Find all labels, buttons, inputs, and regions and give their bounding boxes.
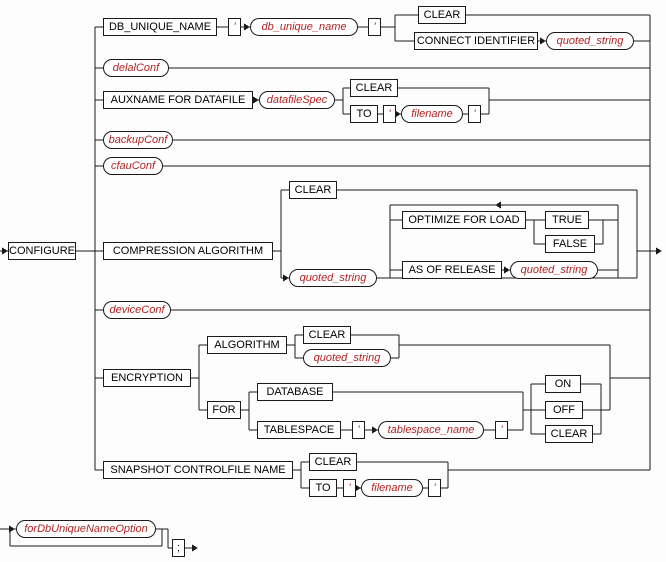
variable-tablespace-name: tablespace_name [378,421,484,439]
keyword-snapshot-controlfile-name: SNAPSHOT CONTROLFILE NAME [103,461,293,479]
keyword-clear: CLEAR [289,181,337,199]
keyword-clear: CLEAR [545,425,593,443]
keyword-to: TO [350,105,378,123]
keyword-clear: CLEAR [309,453,357,471]
variable-filename: filename [401,105,463,123]
keyword-clear: CLEAR [418,6,466,24]
quote-box: ' [343,479,356,497]
keyword-false: FALSE [545,235,595,253]
quote-box: ' [228,18,241,36]
keyword-semicolon: ; [172,539,185,557]
keyword-auxname-for-datafile: AUXNAME FOR DATAFILE [103,91,253,109]
keyword-algorithm: ALGORITHM [207,336,287,354]
variable-quoted-string: quoted_string [546,32,634,50]
subclause-backupconf[interactable]: backupConf [103,131,173,149]
keyword-clear: CLEAR [350,79,398,97]
variable-quoted-string: quoted_string [510,261,598,279]
variable-quoted-string: quoted_string [303,349,391,367]
variable-db-unique-name: db_unique_name [250,18,358,36]
quote-box: ' [468,105,481,123]
keyword-to: TO [309,479,337,497]
keyword-compression-algorithm: COMPRESSION ALGORITHM [103,242,273,260]
quote-box: ' [428,479,441,497]
quote-box: ' [368,18,381,36]
keyword-tablespace: TABLESPACE [257,421,341,439]
keyword-connect-identifier: CONNECT IDENTIFIER [414,32,538,50]
quote-box: ' [352,421,365,439]
variable-quoted-string: quoted_string [289,269,377,287]
subclause-deviceconf[interactable]: deviceConf [103,301,171,319]
keyword-for: FOR [207,401,241,419]
keyword-db-unique-name: DB_UNIQUE_NAME [103,18,217,36]
variable-filename: filename [361,479,423,497]
subclause-cfauconf[interactable]: cfauConf [103,157,163,175]
subclause-datafilespec[interactable]: datafileSpec [259,91,335,109]
quote-box: ' [383,105,396,123]
keyword-configure: CONFIGURE [8,242,76,260]
subclause-fordbuniquenameoption[interactable]: forDbUniqueNameOption [16,520,156,538]
keyword-encryption: ENCRYPTION [103,369,191,387]
subclause-delalconf[interactable]: delalConf [103,59,169,77]
keyword-clear: CLEAR [303,326,351,344]
keyword-as-of-release: AS OF RELEASE [402,261,502,279]
quote-box: ' [495,421,508,439]
arrowheads [2,23,662,552]
keyword-off: OFF [545,401,583,419]
keyword-on: ON [545,375,581,393]
keyword-optimize-for-load: OPTIMIZE FOR LOAD [402,211,526,229]
keyword-true: TRUE [545,211,589,229]
keyword-database: DATABASE [257,383,333,401]
